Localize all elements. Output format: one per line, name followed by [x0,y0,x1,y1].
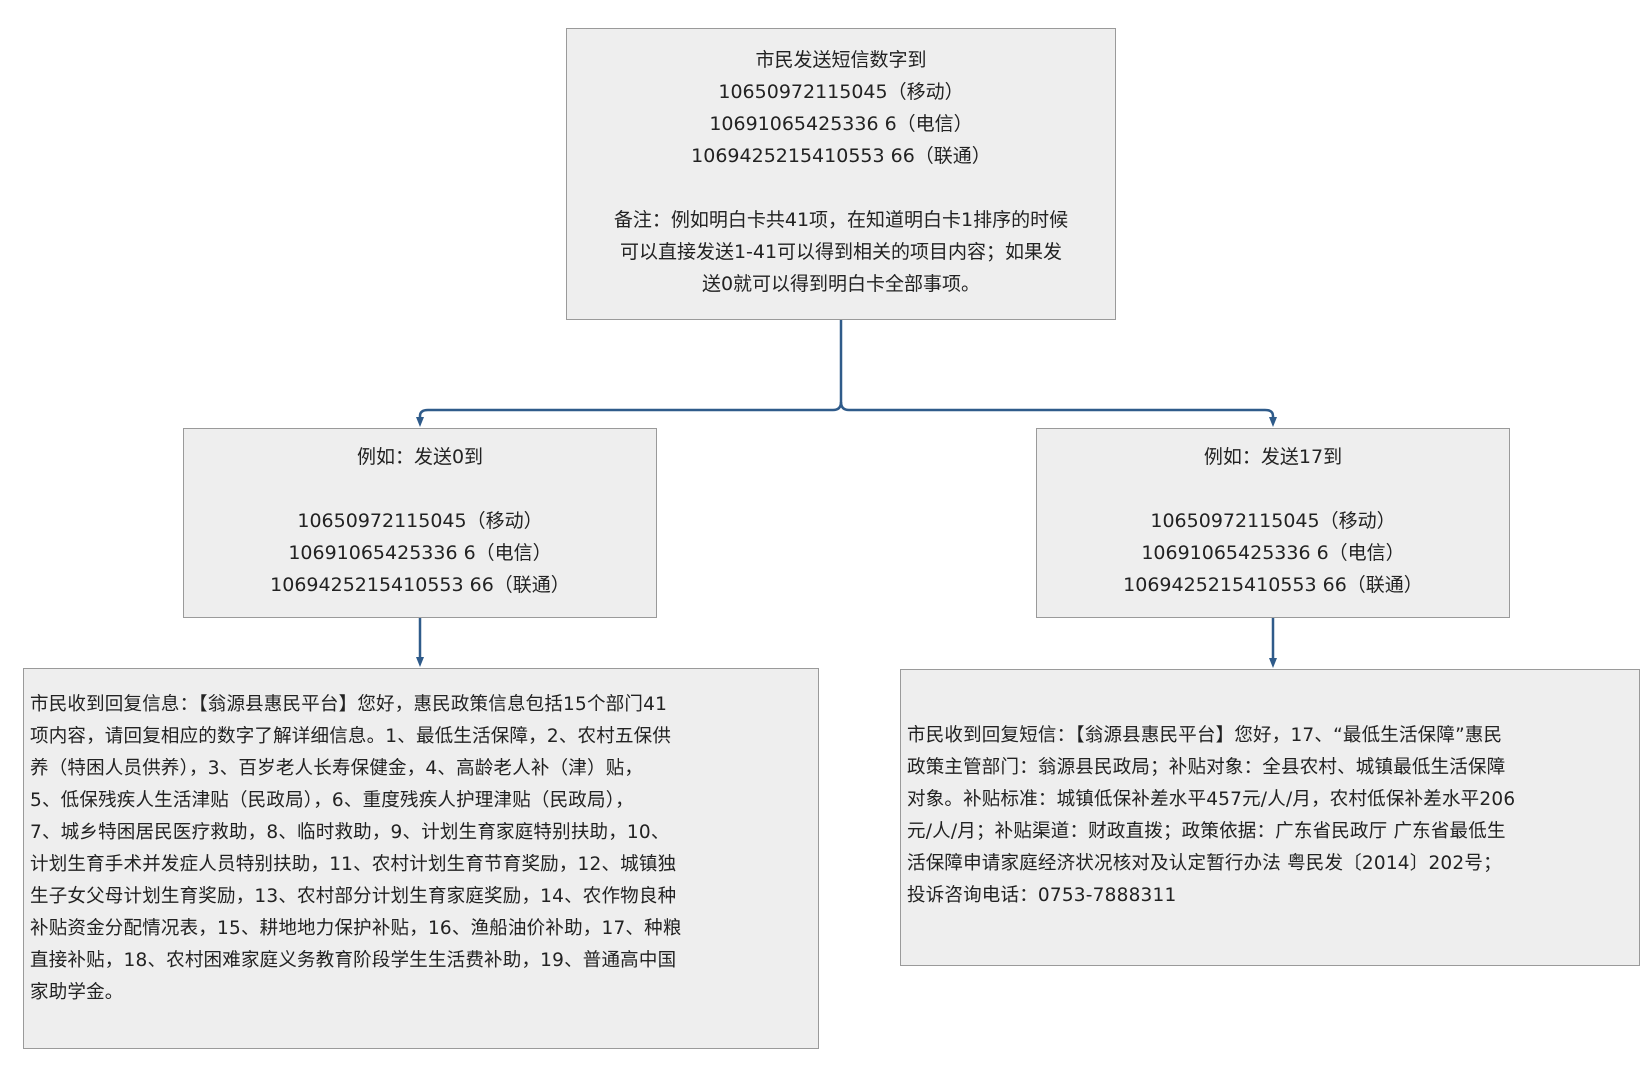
reply-item-17-box: 市民收到回复短信：【翁源县惠民平台】您好，17、“最低生活保障”惠民 政策主管部… [900,669,1640,966]
number-telecom: 10691065425336 6（电信） [1141,542,1405,564]
reply-line: 计划生育手术并发症人员特别扶助，11、农村计划生育节育奖励，12、城镇独 [30,854,677,875]
number-mobile: 10650972115045（移动） [718,81,964,103]
note-line: 备注：例如明白卡共41项，在知道明白卡1排序的时候 [613,209,1069,231]
reply-line: 家助学金。 [30,982,124,1003]
number-mobile: 10650972115045（移动） [297,510,543,532]
instruction-title: 市民发送短信数字到 [755,49,927,71]
reply-line: 养（特困人员供养），3、百岁老人长寿保健金，4、高龄老人补（津）贴， [30,758,644,779]
reply-line: 元/人/月；补贴渠道：财政直拨；政策依据：广东省民政厅 广东省最低生 [907,821,1506,842]
note-line: 可以直接发送1-41可以得到相关的项目内容；如果发 [619,241,1063,263]
reply-line: 政策主管部门：翁源县民政局；补贴对象：全县农村、城镇最低生活保障 [907,757,1506,778]
number-unicom: 1069425215410553 66（联通） [270,574,570,596]
note-line: 送0就可以得到明白卡全部事项。 [701,273,981,295]
example-send-0-box: 例如：发送0到 10650972115045（移动） 1069106542533… [183,428,657,618]
reply-line: 5、低保残疾人生活津贴（民政局），6、重度残疾人护理津贴（民政局）， [30,790,634,811]
reply-line: 直接补贴，18、农村困难家庭义务教育阶段学生生活费补助，19、普通高中国 [30,950,677,971]
reply-all-items-box: 市民收到回复信息：【翁源县惠民平台】您好，惠民政策信息包括15个部门41 项内容… [23,668,819,1049]
reply-line: 活保障申请家庭经济状况核对及认定暂行办法 粤民发〔2014〕202号； [907,853,1502,874]
example-title: 例如：发送0到 [356,446,484,468]
number-mobile: 10650972115045（移动） [1150,510,1396,532]
top-to-branch-connector [416,320,1277,427]
reply-line: 市民收到回复短信：【翁源县惠民平台】您好，17、“最低生活保障”惠民 [907,725,1503,746]
number-telecom: 10691065425336 6（电信） [288,542,552,564]
reply-line: 项内容，请回复相应的数字了解详细信息。1、最低生活保障，2、农村五保供 [30,726,672,747]
example-send-17-box: 例如：发送17到 10650972115045（移动） 106910654253… [1036,428,1510,618]
reply-line: 对象。补贴标准：城镇低保补差水平457元/人/月，农村低保补差水平206 [907,789,1516,810]
reply-line: 投诉咨询电话：0753-7888311 [907,885,1177,906]
branch-to-reply-connector [416,618,1277,668]
reply-line: 生子女父母计划生育奖励，13、农村部分计划生育家庭奖励，14、农作物良种 [30,886,677,907]
reply-line: 市民收到回复信息：【翁源县惠民平台】您好，惠民政策信息包括15个部门41 [30,694,668,715]
reply-line: 补贴资金分配情况表，15、耕地地力保护补贴，16、渔船油价补助，17、种粮 [30,918,682,939]
number-unicom: 1069425215410553 66（联通） [1123,574,1423,596]
sms-instruction-box: 市民发送短信数字到 10650972115045（移动） 10691065425… [566,28,1116,320]
reply-line: 7、城乡特困居民医疗救助，8、临时救助，9、计划生育家庭特别扶助，10、 [30,822,670,843]
number-telecom: 10691065425336 6（电信） [709,113,973,135]
example-title: 例如：发送17到 [1203,446,1343,468]
number-unicom: 1069425215410553 66（联通） [691,145,991,167]
